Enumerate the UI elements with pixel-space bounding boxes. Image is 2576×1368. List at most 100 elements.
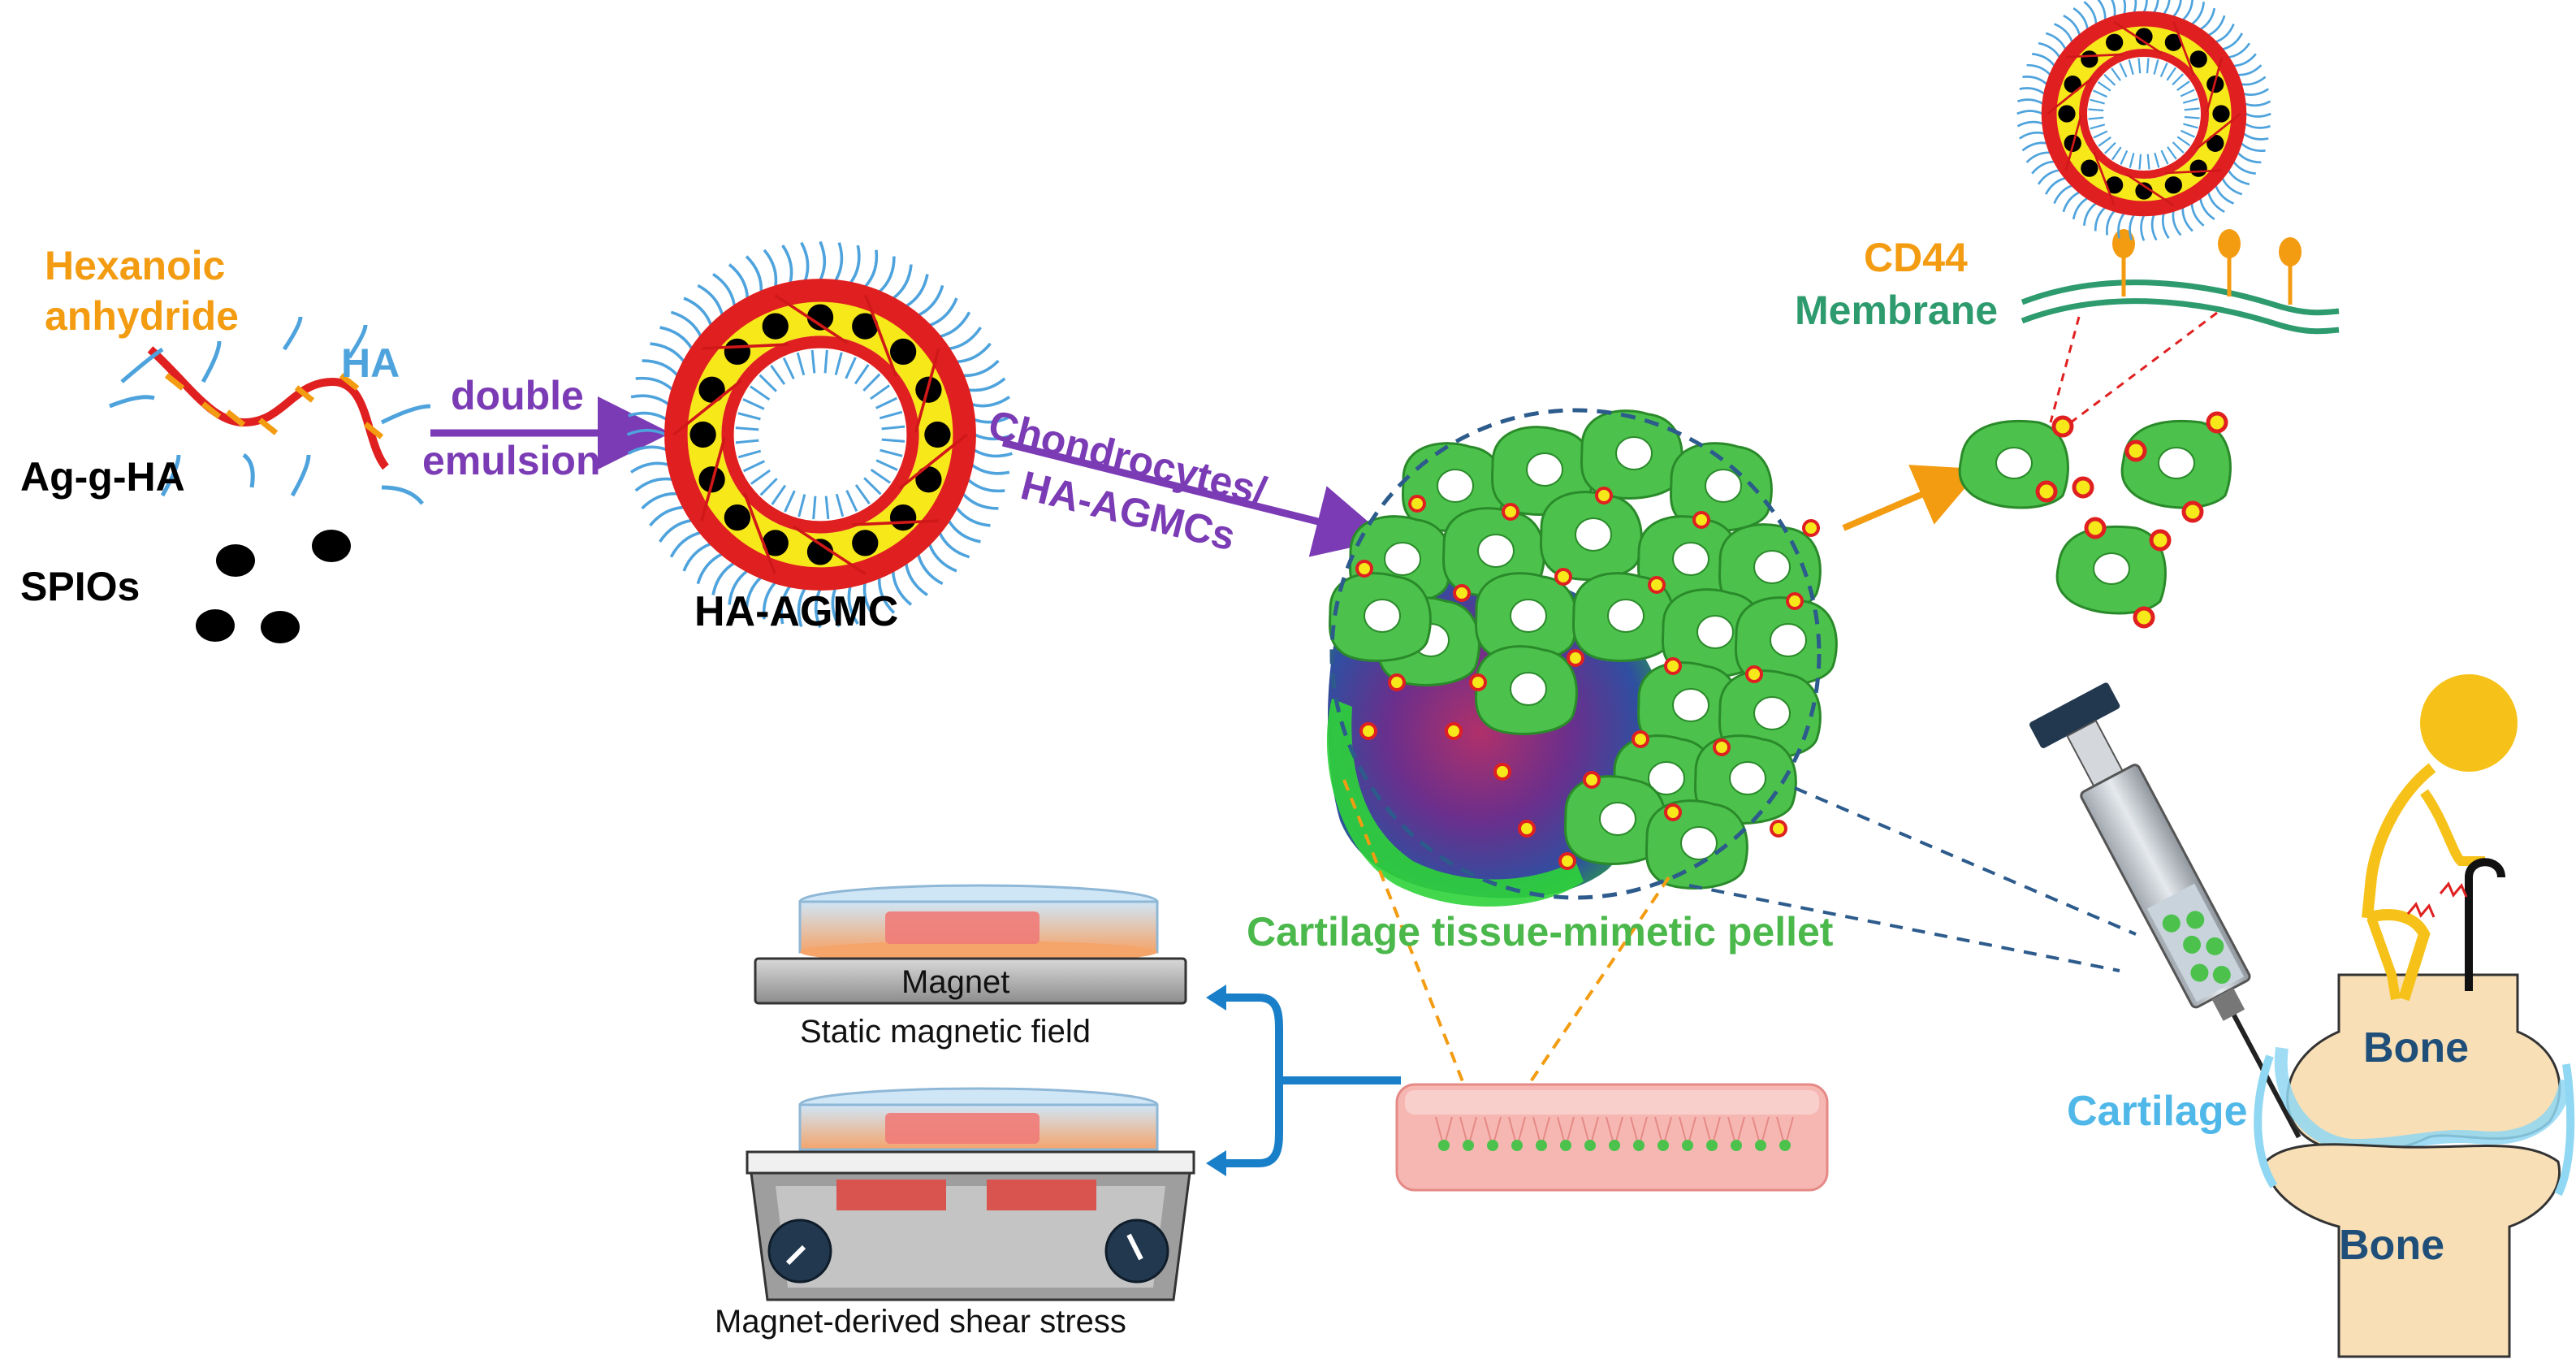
connector-arrowhead	[1206, 985, 1226, 1011]
knob-indicator	[785, 1245, 806, 1266]
agmc-marker	[1802, 519, 1820, 537]
spio-dot	[889, 338, 917, 366]
scaffold-in-dish	[885, 911, 1039, 944]
ha-fringe-strand	[669, 530, 702, 558]
cell-nucleus	[1437, 469, 1474, 503]
ha-inner-strand	[2090, 98, 2105, 105]
ha-fringe-strand	[763, 249, 778, 288]
cd44-receptor-head	[2218, 229, 2241, 258]
ha-fringe-strand	[2025, 151, 2051, 163]
polymer-backbone	[147, 346, 390, 470]
ha-fringe-strand	[2244, 100, 2271, 107]
ha-fringe-strand	[928, 297, 958, 327]
ha-fringe-strand	[2063, 15, 2081, 36]
cell-nucleus	[1384, 542, 1421, 576]
green-ecm-region	[1326, 699, 1584, 907]
ha-fringe-strand	[630, 394, 670, 406]
spio-dot	[762, 313, 789, 340]
polymer-strand	[864, 294, 897, 377]
ha-fringe-strand	[2133, 0, 2137, 14]
ha-fringe-strand	[973, 448, 1013, 458]
tray-pellet	[1731, 1140, 1742, 1151]
magnet-label: Magnet	[901, 964, 1010, 1000]
cell-nucleus	[1510, 672, 1547, 706]
chondrocyte-cells	[1329, 409, 1838, 890]
ha-inner-strand	[870, 468, 891, 484]
ha-inner-strand	[742, 398, 765, 410]
ha-fringe-strand	[2094, 206, 2107, 232]
ha-fringe-strand	[2117, 212, 2125, 239]
ha-fringe-strand	[780, 585, 792, 625]
pellet-label: Cartilage tissue-mimetic pellet	[1247, 909, 1834, 955]
spio-dot	[852, 530, 879, 556]
hexanoyl-group	[164, 373, 185, 391]
cell-nucleus	[1696, 615, 1734, 649]
ha-inner-strand	[2176, 136, 2191, 146]
polymer-strand	[898, 433, 968, 490]
cell-nucleus	[1510, 599, 1547, 633]
ha-fringe-strand	[892, 264, 913, 300]
ha-inner-strand	[750, 469, 771, 485]
agmc-marker	[1648, 576, 1666, 594]
ha-fringe-strand	[2106, 210, 2116, 236]
ha-inner-strand	[2153, 59, 2159, 75]
polymer-strand	[743, 492, 776, 575]
ha-fringe-strand	[2038, 41, 2061, 58]
tray-top	[1405, 1090, 1819, 1115]
ha-inner-strand	[862, 373, 881, 392]
ha-inner-strand	[2184, 115, 2200, 119]
agmc-marker	[1558, 852, 1576, 870]
ha-inner-strand	[797, 494, 806, 517]
ha-inner-strand	[2111, 146, 2122, 161]
ha-fringe-strand	[962, 492, 999, 510]
ha-fringe-strand	[2019, 87, 2046, 95]
ha-inner-strand	[2098, 136, 2111, 147]
agmc-marker	[1632, 730, 1649, 748]
ha-fringe-strand	[2215, 23, 2235, 43]
ha-fringe-strand	[697, 284, 724, 316]
cd44-receptor-head	[2112, 229, 2135, 258]
bone-upper-label: Bone	[2363, 1024, 2469, 1071]
culture-tray	[1395, 1083, 1829, 1192]
ha-inner-strand	[759, 478, 778, 496]
ha-fringe-strand	[2022, 76, 2048, 85]
spio-particle	[261, 611, 300, 643]
ha-strand	[290, 454, 311, 497]
tray-pellet	[1560, 1140, 1571, 1151]
ha-fringe-strand	[2206, 192, 2225, 213]
ha-fringe-strand	[877, 577, 896, 614]
ha-fringe-strand	[967, 377, 1006, 392]
tray-pellet	[1463, 1140, 1474, 1151]
ha-fringe-strand	[2207, 15, 2226, 37]
ha-inner-strand	[834, 352, 843, 375]
spio-dot	[724, 504, 751, 531]
knob-indicator	[1126, 1233, 1143, 1261]
cell-nucleus	[1705, 469, 1742, 503]
polymer-strand	[701, 343, 789, 350]
ha-fringe-strand	[947, 519, 981, 543]
spio-dot	[2058, 105, 2076, 123]
walking-cane	[2465, 858, 2505, 991]
spio-dot	[806, 539, 834, 565]
shear-stress-label: Magnet-derived shear stress	[715, 1304, 1126, 1340]
figure-leg	[2366, 916, 2401, 1000]
cartilage-layer	[2274, 1046, 2573, 1153]
ha-inner-strand	[782, 357, 795, 379]
ha-fringe-strand	[819, 240, 827, 281]
ha-inner-strand	[863, 477, 882, 496]
ha-fringe-strand	[970, 396, 1010, 408]
ha-fringe-strand	[927, 543, 957, 573]
ha-inner-strand	[2172, 141, 2185, 154]
syringe-dashed-line	[1688, 884, 2120, 972]
spio-dot	[915, 466, 942, 493]
hexanoic-label-line1: Hexanoic	[45, 243, 226, 288]
ha-fringe-strand	[834, 242, 844, 282]
stirrer-top-plate	[746, 1150, 1195, 1175]
ha-inner-strand	[2119, 63, 2128, 78]
figure-leg	[2366, 909, 2431, 1002]
agmc-marker	[1745, 665, 1763, 683]
tray-pellet	[1609, 1140, 1620, 1151]
polymer-strand	[2064, 115, 2082, 171]
agmc-marker	[2084, 517, 2107, 539]
ha-fringe-strand	[745, 255, 763, 292]
